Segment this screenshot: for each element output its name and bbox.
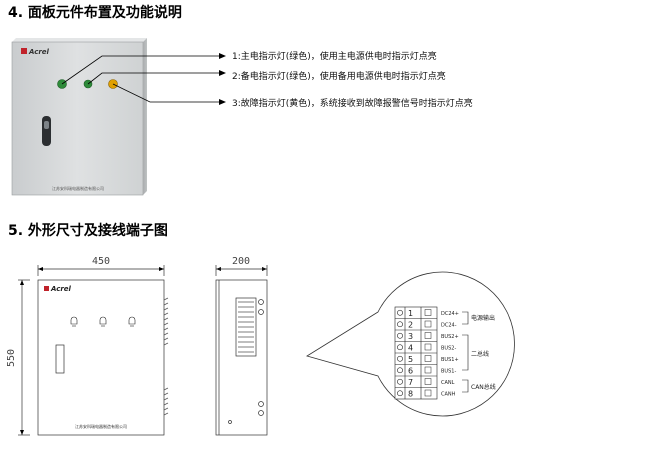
- terminal-row: 1 DC24+: [397, 309, 459, 318]
- front-company-label: 江苏安科瑞电器制造有限公司: [75, 423, 127, 429]
- terminal-signal-label: BUS1+: [441, 357, 459, 363]
- terminal-number: 3: [408, 332, 413, 341]
- terminal-signal-label: CANL: [441, 380, 455, 386]
- terminal-row: 6 BUS1-: [395, 364, 456, 375]
- acrel-logo: Acrel: [21, 48, 50, 56]
- terminal-screw-icon: [397, 309, 403, 316]
- terminal-clamp-icon: [424, 320, 432, 328]
- terminal-signal-label: DC24+: [441, 311, 459, 317]
- section-5-title: 5. 外形尺寸及接线端子图: [8, 223, 168, 239]
- terminal-clamp-icon: [424, 309, 432, 316]
- terminal-clamp-icon: [424, 343, 432, 351]
- door-lock-icon: [42, 116, 51, 146]
- terminal-screw-icon: [397, 355, 403, 362]
- terminal-signal-label: CANH: [441, 391, 456, 397]
- height-dimension: 550: [6, 349, 17, 367]
- side-view-drawing: [215, 265, 268, 436]
- terminal-number: 2: [408, 320, 413, 329]
- terminal-screw-icon: [397, 390, 403, 397]
- terminal-number: 1: [408, 309, 413, 318]
- annotation-main-power: 1:主电指示灯(绿色)，使用主电源供电时指示灯点亮: [232, 52, 437, 62]
- terminal-row: 4 BUS2-: [395, 341, 456, 352]
- company-label: 江苏安科瑞电器制造有限公司: [52, 185, 104, 191]
- front-indicator-lights: [70, 316, 136, 327]
- section-4-title: 4. 面板元件布置及功能说明: [8, 5, 182, 21]
- terminal-number: 8: [408, 389, 413, 398]
- cabinet-photo: Acrel 江苏安科瑞电器制造有限公司: [11, 38, 147, 196]
- front-view-drawing: [18, 265, 169, 436]
- terminal-signal-label: DC24-: [441, 322, 457, 328]
- terminal-clamp-icon: [424, 389, 432, 397]
- depth-dimension: 200: [232, 256, 250, 267]
- terminal-number: 7: [408, 378, 413, 387]
- terminal-screw-icon: [397, 321, 403, 328]
- terminal-clamp-icon: [424, 332, 432, 339]
- brand-text: Acrel: [28, 48, 50, 56]
- width-dimension: 450: [92, 256, 110, 267]
- terminal-row: 8 CANH: [395, 387, 456, 398]
- group-label-can-bus: CAN总线: [471, 383, 496, 391]
- front-acrel-logo: Acrel: [44, 285, 72, 293]
- terminal-signal-label: BUS2+: [441, 334, 459, 340]
- terminal-row: 3 BUS2+: [395, 329, 459, 341]
- terminal-screw-icon: [397, 378, 403, 385]
- terminal-signal-label: BUS1-: [441, 368, 456, 374]
- terminal-clamp-icon: [424, 366, 432, 374]
- terminal-number: 6: [408, 366, 413, 375]
- terminal-screw-icon: [397, 367, 403, 374]
- leader-lines: [61, 55, 222, 103]
- terminal-signal-label: BUS2-: [441, 345, 456, 351]
- terminal-group-brackets: [462, 311, 469, 393]
- terminal-clamp-icon: [424, 355, 432, 362]
- group-label-power-output: 电源输出: [471, 314, 495, 322]
- terminal-clamp-icon: [424, 378, 432, 385]
- terminal-number: 5: [408, 355, 413, 364]
- annotation-fault: 3:故障指示灯(黄色)，系统接收到故障报警信号时指示灯点亮: [232, 99, 473, 109]
- terminal-screw-icon: [397, 332, 403, 339]
- front-brand-text: Acrel: [50, 285, 72, 293]
- terminal-number: 4: [408, 343, 413, 352]
- terminal-row: 7 CANL: [395, 375, 455, 387]
- terminal-row: 5 BUS1+: [395, 352, 459, 364]
- group-label-two-bus: 二总线: [471, 350, 489, 358]
- terminal-screw-icon: [397, 344, 403, 351]
- terminal-row: 2 DC24-: [395, 318, 457, 329]
- annotation-backup-power: 2:备电指示灯(绿色)，使用备用电源供电时指示灯点亮: [232, 72, 446, 82]
